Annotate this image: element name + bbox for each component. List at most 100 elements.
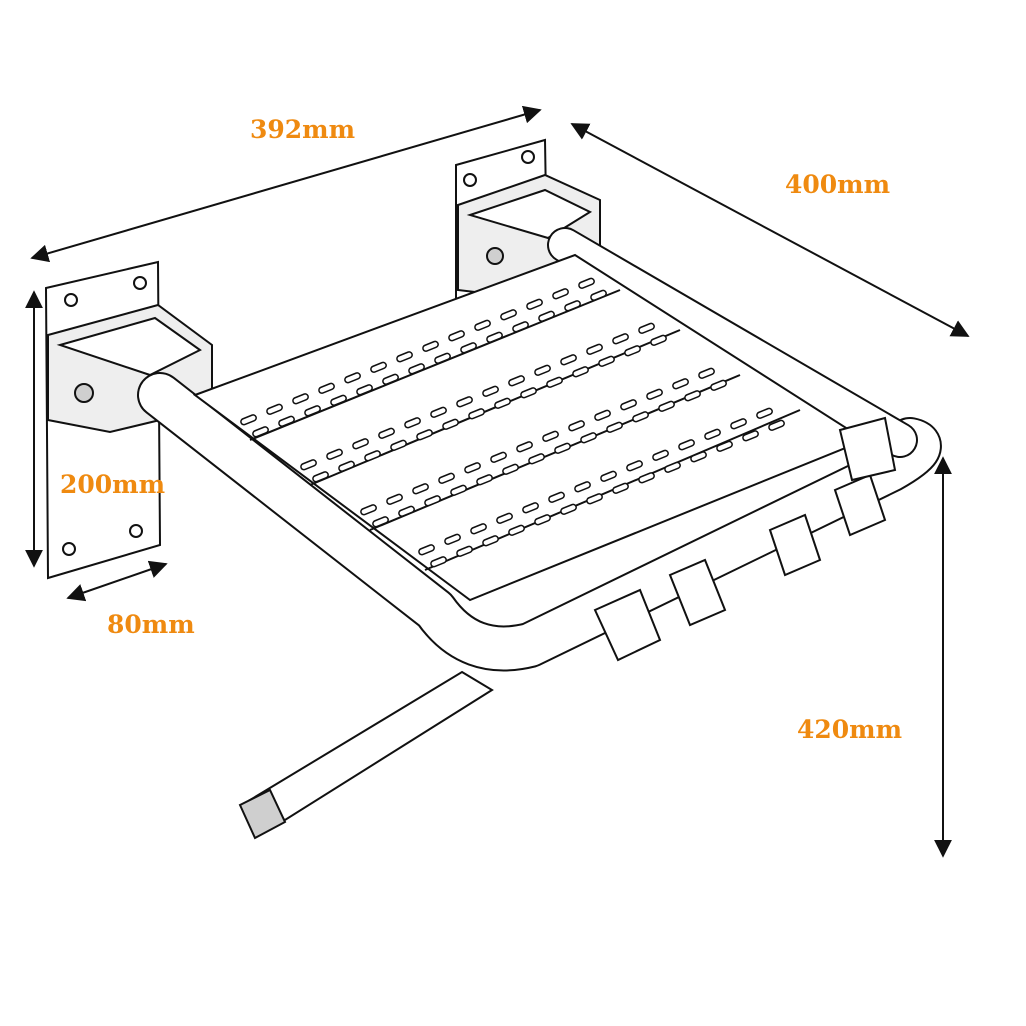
- drain-slot: [542, 430, 559, 442]
- drain-slot: [710, 379, 727, 391]
- drain-slot: [404, 417, 421, 429]
- drain-slot: [600, 470, 617, 482]
- drain-slot: [326, 448, 343, 460]
- drain-slot: [594, 409, 611, 421]
- drain-slot: [552, 288, 569, 300]
- drain-slot: [456, 545, 473, 557]
- drain-slot: [612, 333, 629, 345]
- drain-slot: [474, 319, 491, 331]
- drain-slot: [704, 428, 721, 440]
- drain-slot: [390, 439, 407, 451]
- drain-slot: [620, 399, 637, 411]
- drain-slot: [598, 355, 615, 367]
- drain-slot: [266, 403, 283, 415]
- drain-slot: [590, 289, 607, 301]
- drain-slot: [252, 426, 269, 438]
- drain-slot: [318, 382, 335, 394]
- drain-slot: [312, 471, 329, 483]
- drain-slot: [578, 277, 595, 289]
- drain-slot: [678, 439, 695, 451]
- drain-slot: [690, 451, 707, 463]
- drain-slot: [508, 524, 525, 536]
- drain-slot: [698, 367, 715, 379]
- drain-slot: [626, 460, 643, 472]
- plate-width-dimension-label: 80mm: [107, 610, 195, 639]
- drain-slot: [646, 388, 663, 400]
- drain-slot: [672, 378, 689, 390]
- drain-slot: [444, 533, 461, 545]
- drain-slot: [330, 394, 347, 406]
- drain-slot: [586, 343, 603, 355]
- drain-slot: [554, 442, 571, 454]
- drain-slot: [496, 512, 513, 524]
- drain-slot: [564, 300, 581, 312]
- seat-drain-slots: [240, 277, 785, 568]
- drain-slot: [658, 400, 675, 412]
- drain-slot: [396, 351, 413, 363]
- drain-slot: [240, 414, 257, 426]
- drain-slot: [652, 449, 669, 461]
- drain-slot: [606, 421, 623, 433]
- drain-slot: [650, 334, 667, 346]
- drain-slot: [756, 407, 773, 419]
- drain-slot: [486, 331, 503, 343]
- drain-slot: [494, 397, 511, 409]
- drain-slot: [344, 372, 361, 384]
- drain-slot: [546, 376, 563, 388]
- drain-slot: [338, 460, 355, 472]
- drain-slot: [456, 396, 473, 408]
- depth-dimension-arrow: [570, 123, 970, 337]
- drain-slot: [378, 427, 395, 439]
- drain-slot: [534, 514, 551, 526]
- drain-slot: [520, 387, 537, 399]
- drain-slot: [422, 340, 439, 352]
- plate-width-dimension-arrow: [66, 560, 168, 602]
- drain-slot: [386, 493, 403, 505]
- drain-slot: [416, 429, 433, 441]
- drain-slot: [448, 330, 465, 342]
- drain-slot: [528, 453, 545, 465]
- drain-slot: [508, 375, 525, 387]
- drain-slot: [468, 408, 485, 420]
- drain-slot: [502, 463, 519, 475]
- drain-slot: [632, 411, 649, 423]
- drain-slot: [568, 420, 585, 432]
- drain-slot: [424, 495, 441, 507]
- drain-slot: [382, 373, 399, 385]
- width-dimension-arrow: [30, 105, 542, 263]
- drain-slot: [586, 493, 603, 505]
- drain-slot: [398, 505, 415, 517]
- drain-slot: [580, 432, 597, 444]
- drain-slot: [364, 450, 381, 462]
- drain-slot: [534, 364, 551, 376]
- drain-slot: [370, 361, 387, 373]
- drain-slot: [476, 474, 493, 486]
- drain-slot: [500, 309, 517, 321]
- drain-slot: [356, 384, 373, 396]
- drain-slot: [574, 481, 591, 493]
- seat-height-dimension-label: 420mm: [797, 715, 903, 744]
- drain-slot: [538, 310, 555, 322]
- drain-slot: [572, 366, 589, 378]
- drain-slot: [418, 544, 435, 556]
- drain-slot: [470, 523, 487, 535]
- drain-slot: [548, 491, 565, 503]
- drain-slot: [684, 390, 701, 402]
- drain-slot: [638, 472, 655, 484]
- drain-slot: [278, 415, 295, 427]
- drain-slot: [768, 419, 785, 431]
- drain-slot: [512, 321, 529, 333]
- plate-height-dimension-label: 200mm: [60, 470, 166, 499]
- drain-slot: [560, 503, 577, 515]
- drain-slot: [482, 385, 499, 397]
- drain-slot: [482, 535, 499, 547]
- drain-slot: [450, 484, 467, 496]
- drain-slot: [460, 342, 477, 354]
- drain-slot: [300, 459, 317, 471]
- drain-slot: [360, 504, 377, 516]
- drain-slot: [292, 393, 309, 405]
- drain-slot: [742, 430, 759, 442]
- drain-slot: [730, 418, 747, 430]
